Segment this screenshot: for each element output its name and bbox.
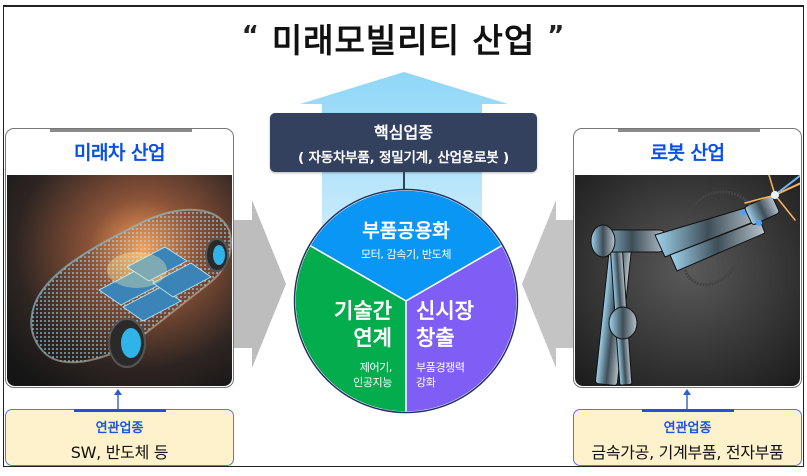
related-top-bar [74,408,166,412]
close-quote: ” [547,21,566,51]
related-value: SW, 반도체 등 [70,443,169,462]
segment-left-detail-line1: 제어기, [359,361,393,374]
right-pointing-arrow-icon [232,200,286,368]
segment-right-heading: 신시장 창출 [416,298,510,352]
car-image [7,175,232,386]
core-industry-box: 핵심업종 ( 자동차부품, 정밀기계, 산업용로봇 ) [270,113,537,172]
electric-car-icon [7,175,232,386]
title-text: 미래모빌리티 산업 [271,21,536,60]
related-label: 연관업종 [95,421,144,436]
small-up-arrow-icon [114,389,122,409]
related-value: 금속가공, 기계부품, 전자부품 [591,443,784,462]
robot-panel: 로봇 산업 [573,128,802,388]
small-up-arrow-icon [683,389,691,409]
segment-top-detail: 모터, 감속기, 반도체 [360,248,452,261]
synergy-circle [293,188,519,414]
left-pointing-arrow-icon [522,200,576,368]
left-related-industries: 연관업종 SW, 반도체 등 [5,408,234,466]
connector-line [403,172,405,190]
page-title: “ 미래모빌리티 산업 ” [0,14,807,62]
robot-image [575,175,800,386]
panel-top-bar [618,129,760,132]
core-heading: 핵심업종 [374,123,433,142]
segment-right-heading-line2: 창출 [416,326,455,350]
segment-right-heading-line1: 신시장 [416,299,474,323]
segment-left-heading: 기술간 연계 [310,298,404,352]
open-quote: “ [241,21,260,51]
panel-title: 로봇 산업 [650,142,725,164]
robot-arm-icon [575,175,800,386]
segment-right-detail-line2: 강화 [416,376,436,389]
panel-title: 미래차 산업 [73,142,166,164]
segment-left-heading-line2: 연계 [353,326,392,350]
segment-right-detail-line1: 부품경쟁력 [416,361,465,374]
segment-left-detail-line2: 인공지능 [353,376,392,389]
related-label: 연관업종 [663,421,712,436]
panel-top-bar [50,129,192,132]
core-subtitle: ( 자동차부품, 정밀기계, 산업용로봇 ) [298,150,509,166]
segment-right-detail: 부품경쟁력 강화 [416,360,510,390]
right-related-industries: 연관업종 금속가공, 기계부품, 전자부품 [573,408,802,466]
segment-left-detail: 제어기, 인공지능 [310,360,404,390]
segment-top-heading: 부품공용화 [362,220,450,242]
future-car-panel: 미래차 산업 [5,128,234,388]
segment-left-heading-line1: 기술간 [334,299,392,323]
related-top-bar [642,408,734,412]
